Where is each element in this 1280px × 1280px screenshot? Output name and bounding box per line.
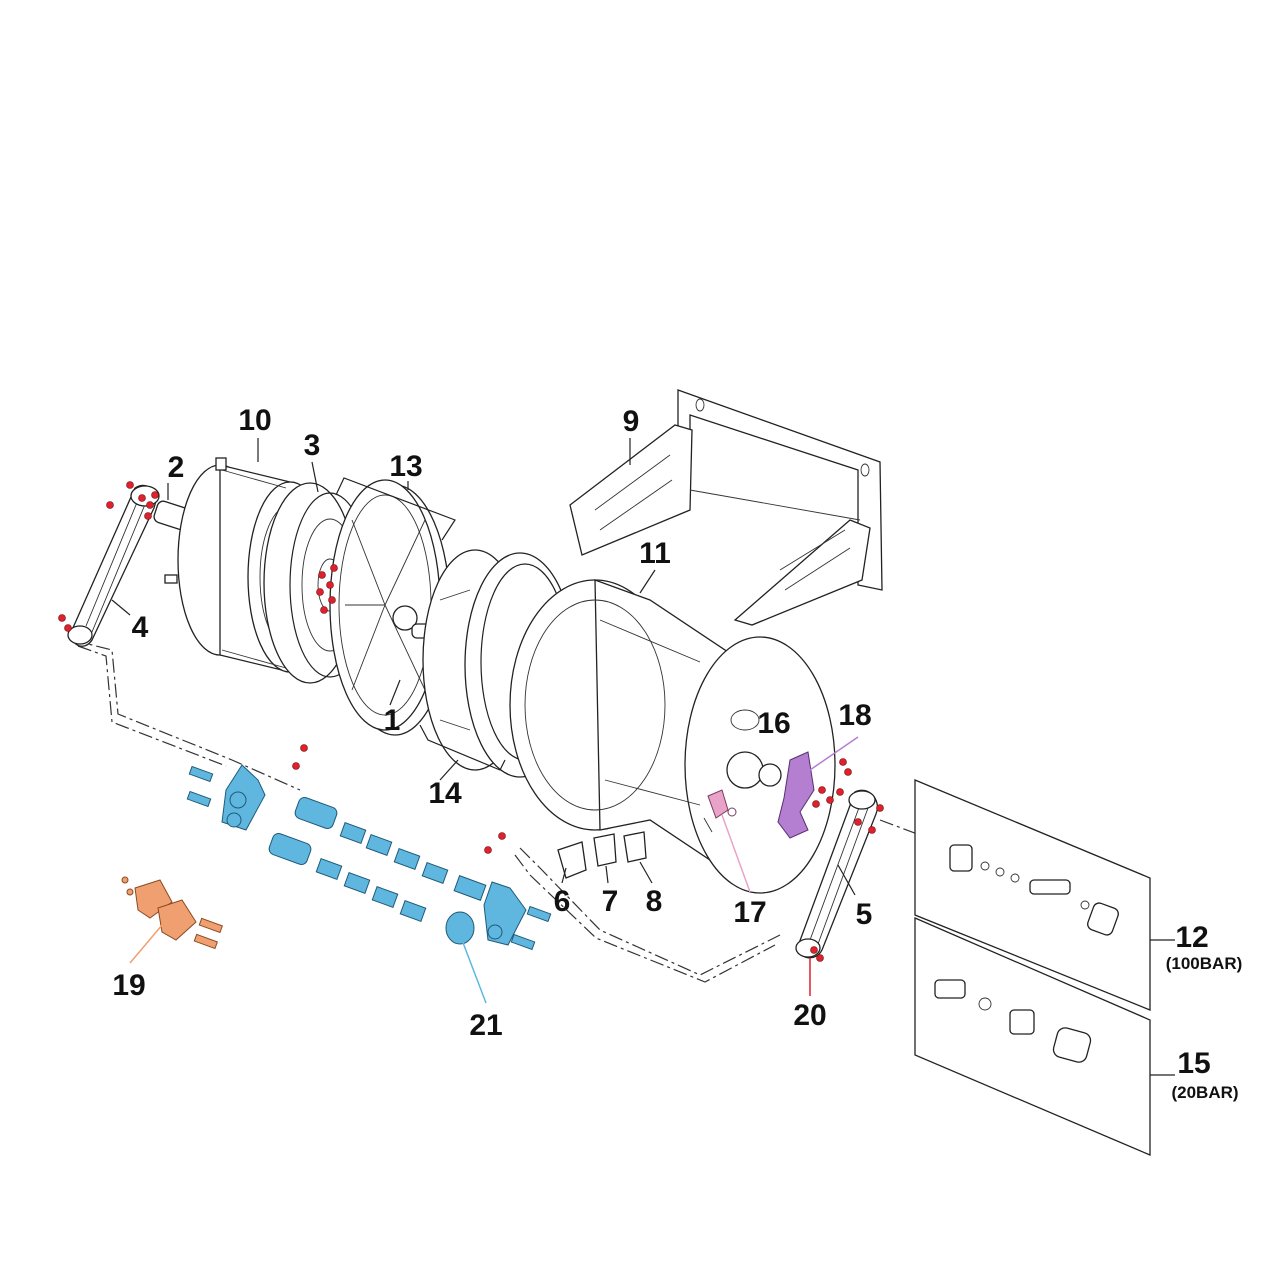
label-9: 9 [623,405,640,438]
label-10: 10 [238,404,271,437]
label-6: 6 [554,885,571,918]
leader-lines [111,438,859,1004]
orange-bracket [121,876,224,950]
label-18: 18 [838,699,871,732]
clip-parts [557,831,647,879]
label-5: 5 [856,898,873,931]
label-15: 15 [1177,1047,1210,1080]
purple-plate [777,751,815,839]
sublabel-15: (20BAR) [1171,1083,1238,1102]
label-21: 21 [469,1009,502,1042]
drum-hub [726,709,782,789]
label-8: 8 [646,885,663,918]
label-7: 7 [602,885,619,918]
red-fasteners [58,481,884,962]
label-11: 11 [639,537,671,570]
label-20: 20 [793,999,826,1032]
lever-arm-left [67,484,160,647]
assembly-centerlines [71,639,961,983]
swivel-kit-boxes [914,779,1175,1156]
label-14: 14 [428,777,462,810]
label-4: 4 [132,611,149,644]
spoked-wheel-plate [329,479,451,736]
label-2: 2 [168,451,185,484]
label-17: 17 [733,896,766,929]
label-12: 12 [1175,921,1208,954]
swivel-100bar-parts [949,844,1119,936]
label-3: 3 [304,429,321,462]
sublabel-12: (100BAR) [1166,954,1243,973]
label-19: 19 [112,969,145,1002]
swivel-20bar-parts [934,979,1092,1063]
part-labels: 10 3 2 13 9 11 4 1 16 18 14 6 7 8 17 5 1… [112,404,1242,1102]
label-1: 1 [384,704,401,737]
label-13: 13 [389,450,422,483]
wall-bracket [569,389,883,626]
pink-latch [703,789,737,833]
roller-shafts [186,764,552,951]
label-16: 16 [757,707,790,740]
lever-arm-right [795,789,879,959]
